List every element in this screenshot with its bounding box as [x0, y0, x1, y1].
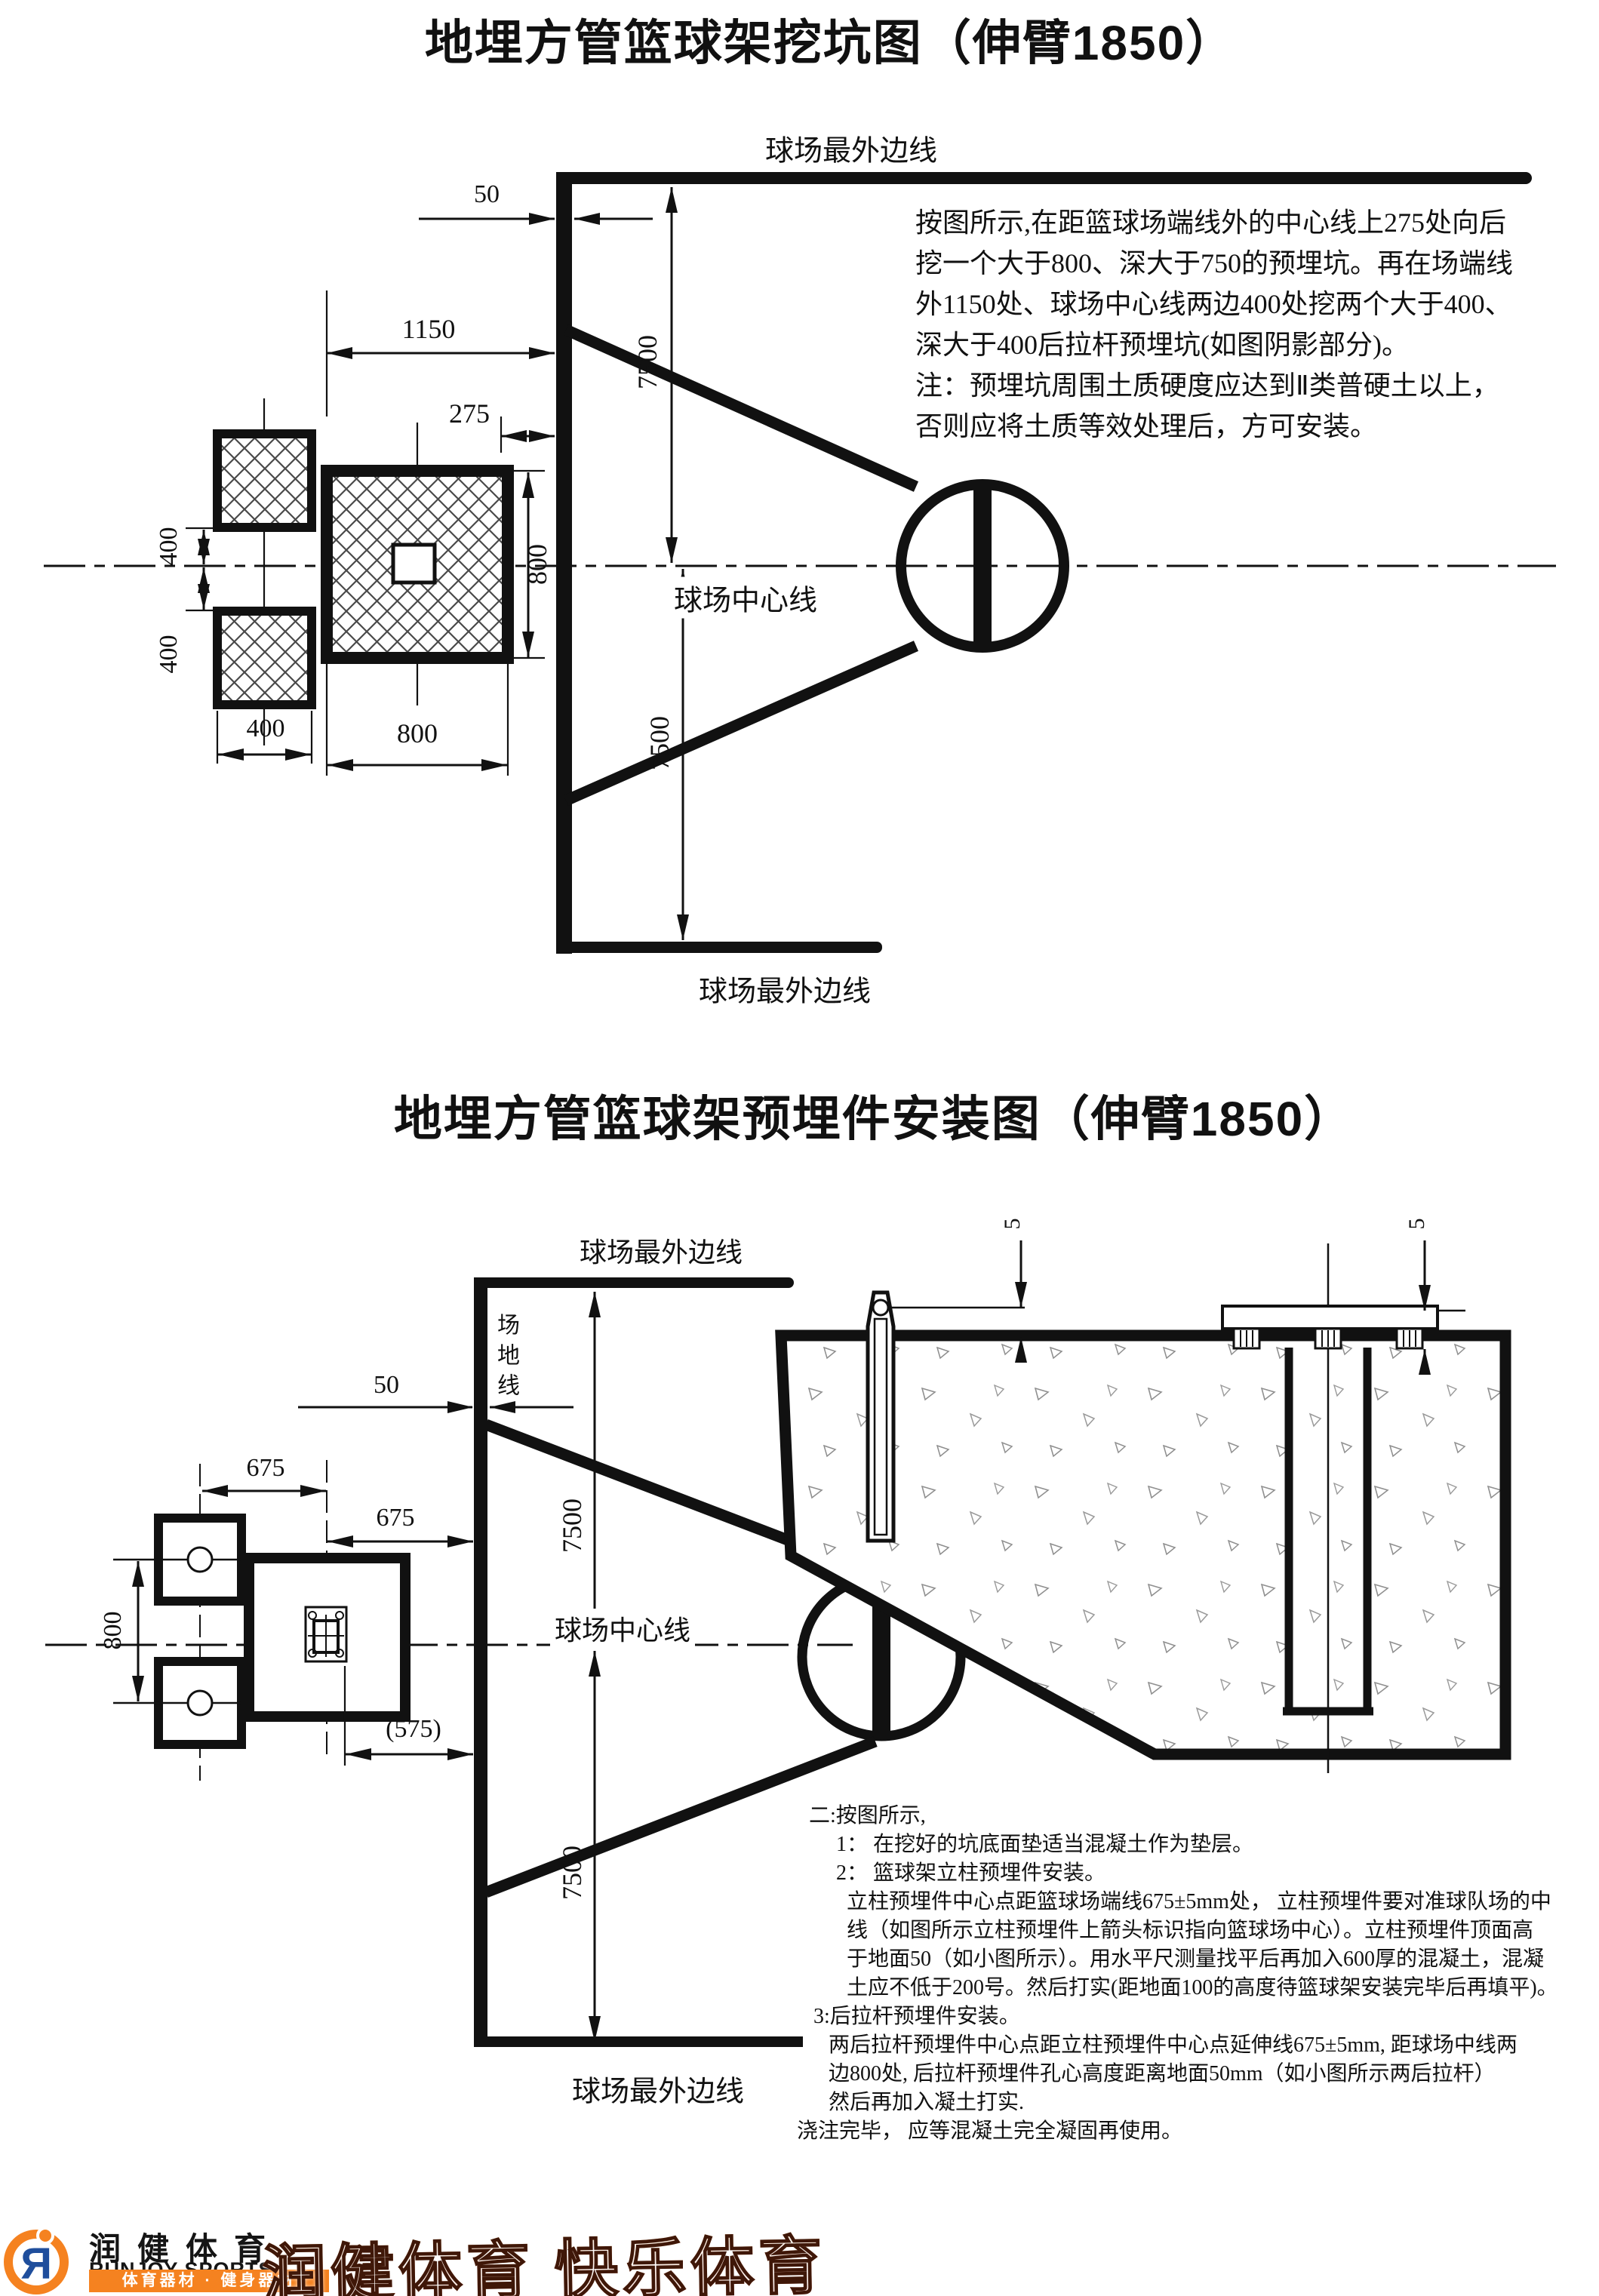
d1-instructions: 按图所示,在距篮球场端线外的中心线上275处向后 挖一个大于800、深大于750…	[915, 202, 1599, 447]
note-line: 边800处, 后拉杆预埋件孔心高度距离地面50mm（如小图所示两后拉杆）	[829, 2062, 1496, 2085]
note-line: 于地面50（如小图所示）。用水平尺测量找平后再加入600厚的混凝土，混凝	[847, 1947, 1545, 1971]
svg-text:R: R	[20, 2239, 52, 2288]
d2-dim-7500-lower: 7500	[557, 1846, 587, 1900]
note-line: 然后再加入凝土打实.	[829, 2091, 1025, 2114]
d1-outer-top-label: 球场最外边线	[764, 135, 938, 168]
d2-dim-5-right: 5	[1404, 1218, 1429, 1230]
d2-installation-notes: 二:按图所示, 1： 在挖好的坑底面垫适当混凝土作为垫层。 2： 篮球架立柱预埋…	[792, 1802, 1599, 2146]
d2-center-line-label: 球场中心线	[549, 1609, 696, 1648]
note-line: 土应不低于200号。然后打实(距地面100的高度待篮球架安装完毕后再填平)。	[847, 1976, 1558, 1999]
note-line: 立柱预埋件中心点距篮球场端线675±5mm处， 立柱预埋件要对准球队场的中	[847, 1890, 1551, 1913]
brand-slogan: 润健体育 快乐体育	[261, 2215, 828, 2296]
d2-dim-675-b: 675	[376, 1504, 415, 1532]
d2-dim-675-a: 675	[246, 1454, 285, 1482]
diagram2-title: 地埋方管篮球架预埋件安装图（伸臂1850）	[393, 1092, 1355, 1146]
d1-dim-7500-lower: 7500	[644, 716, 675, 770]
note-line: 3:后拉杆预埋件安装。	[813, 2005, 1020, 2028]
diagram2-embeds-plan	[113, 1460, 411, 1781]
d1-dim-800-right: 800	[522, 544, 552, 585]
note-line: 1： 在挖好的坑底面垫适当混凝土作为垫层。	[836, 1833, 1254, 1856]
diagram1-pits	[213, 398, 514, 745]
d1-dim-1150: 1150	[401, 314, 456, 344]
d1-instructions-line: 注：预埋坑周围土质硬度应达到Ⅱ类普硬土以上，	[915, 370, 1499, 401]
diagram1-title: 地埋方管篮球架挖坑图（伸臂1850）	[424, 16, 1236, 70]
diagram2-concrete-section	[775, 1243, 1511, 1773]
d1-dim-400-left-upper: 400	[155, 527, 183, 566]
note-line: 两后拉杆预埋件中心点距立柱预埋件中心点延伸线675±5mm, 距球场中线两	[829, 2033, 1518, 2057]
note-line: 二:按图所示,	[809, 1804, 926, 1827]
note-line: 2： 篮球架立柱预埋件安装。	[836, 1861, 1106, 1885]
note-line: 浇注完毕， 应等混凝土完全凝固再使用。	[797, 2119, 1183, 2143]
d1-outer-bottom-label: 球场最外边线	[698, 976, 872, 1008]
logo-tagline-banner: 体育器材 · 健身器材	[89, 2270, 329, 2292]
d1-dim-7500-upper: 7500	[632, 335, 663, 389]
d1-center-line-label: 球场中心线	[669, 576, 823, 619]
d1-dim-400-left-lower: 400	[155, 635, 183, 674]
d1-instructions-line: 挖一个大于800、深大于750的预埋坑。再在场端线	[915, 248, 1514, 278]
d1-dim-50: 50	[474, 180, 500, 208]
d2-dim-7500-upper: 7500	[557, 1498, 587, 1553]
d1-instructions-line: 深大于400后拉杆预埋坑(如图阴影部分)。	[915, 330, 1409, 360]
d2-field-line-label: 场地线	[494, 1313, 518, 1403]
d1-instructions-line: 按图所示,在距篮球场端线外的中心线上275处向后	[915, 207, 1507, 238]
diagram1-dimensions	[186, 187, 689, 940]
d1-instructions-line: 外1150处、球场中心线两边400处挖两个大于400、	[915, 289, 1512, 319]
d1-dim-400-bottom: 400	[246, 715, 285, 742]
d2-dim-50: 50	[374, 1371, 399, 1399]
d2-dim-575: (575)	[386, 1715, 441, 1743]
d1-dim-800-bottom: 800	[397, 718, 438, 748]
d1-dim-275: 275	[449, 398, 490, 429]
d2-outer-bottom-label: 球场最外边线	[571, 2076, 745, 2108]
d2-outer-top-label: 球场最外边线	[579, 1237, 743, 1268]
diagram1-court-lines	[44, 172, 1556, 954]
d2-dim-5-left: 5	[1000, 1218, 1025, 1230]
note-line: 线（如图所示立柱预埋件上箭头标识指向篮球场中心）。立柱预埋件顶面高	[847, 1919, 1534, 1942]
logo-company-name-cn: 润健体育	[89, 2231, 283, 2267]
d1-instructions-line: 否则应将土质等效处理后，方可安装。	[915, 411, 1378, 441]
runjoy-logo-icon: R	[4, 2227, 69, 2294]
d2-dim-800: 800	[99, 1611, 127, 1650]
